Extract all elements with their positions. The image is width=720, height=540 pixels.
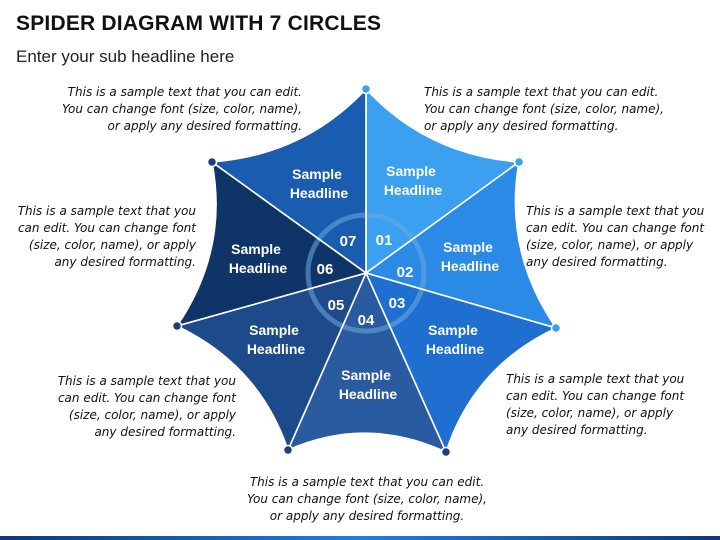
segment-4-headline: Sample Headline <box>339 367 398 402</box>
segment-6-number: 06 <box>317 261 334 278</box>
spoke-2 <box>365 161 520 274</box>
spoke-3 <box>365 272 557 329</box>
page-subtitle: Enter your sub headline here <box>16 47 235 66</box>
outer-node-3 <box>550 322 562 334</box>
spoke-5 <box>287 272 367 451</box>
segment-1-number: 01 <box>376 232 393 249</box>
segment-5-wedge <box>174 271 368 453</box>
note-top-left: This is a sample text that you can edit.… <box>62 85 302 133</box>
segment-2-number: 02 <box>397 264 414 281</box>
segment-labels-layer: Sample Headline Sample Headline Sample H… <box>229 163 500 402</box>
spoke-7 <box>211 161 367 274</box>
note-bottom: This is a sample text that you can edit.… <box>247 475 487 523</box>
segment-3-headline: Sample Headline <box>426 322 485 357</box>
page-title: SPIDER DIAGRAM WITH 7 CIRCLES <box>16 12 382 35</box>
outer-node-1 <box>360 83 372 95</box>
segment-5-number: 05 <box>328 297 345 314</box>
segment-2-headline: Sample Headline <box>441 239 500 274</box>
segment-6-wedge <box>175 160 368 328</box>
segment-7-number: 07 <box>340 233 357 250</box>
outer-node-5 <box>282 444 294 456</box>
outer-node-6 <box>171 320 183 332</box>
outer-node-4 <box>440 446 452 458</box>
segment-3-number: 03 <box>389 295 406 312</box>
segment-4-wedge <box>286 271 448 454</box>
segment-4-number: 04 <box>358 312 375 329</box>
note-top-right: This is a sample text that you can edit.… <box>424 85 664 133</box>
outer-nodes-layer <box>171 83 562 458</box>
segment-7-headline: Sample Headline <box>290 166 349 201</box>
segment-5-headline: Sample Headline <box>247 322 306 357</box>
spoke-4 <box>365 272 447 453</box>
bottom-accent-bar <box>0 536 720 540</box>
outer-node-7 <box>206 156 218 168</box>
segment-1-headline: Sample Headline <box>384 163 443 198</box>
segment-6-headline: Sample Headline <box>229 241 288 276</box>
segment-3-wedge <box>364 271 559 455</box>
outer-node-2 <box>513 156 525 168</box>
spoke-6 <box>176 272 367 327</box>
